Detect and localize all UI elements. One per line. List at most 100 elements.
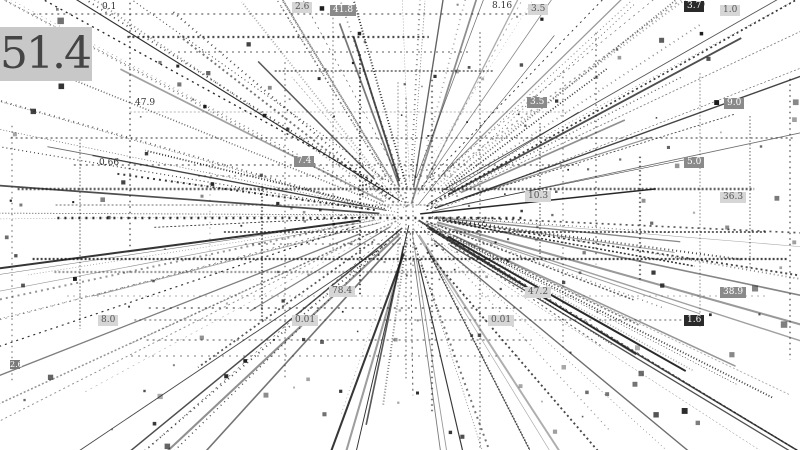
perspective-ray xyxy=(93,0,387,200)
perspective-ray xyxy=(426,0,519,180)
square-marker xyxy=(4,235,9,240)
square-marker xyxy=(594,75,599,79)
square-marker xyxy=(405,274,408,277)
square-marker xyxy=(203,104,207,109)
perspective-ray xyxy=(131,0,393,185)
perspective-ray xyxy=(457,216,800,234)
square-marker xyxy=(139,116,142,118)
perspective-ray xyxy=(416,0,484,179)
perspective-ray xyxy=(453,234,736,367)
perspective-ray xyxy=(423,0,633,194)
square-marker xyxy=(695,420,700,426)
square-marker xyxy=(405,245,407,247)
square-marker xyxy=(455,69,459,74)
square-marker xyxy=(152,421,157,426)
square-marker xyxy=(555,190,558,193)
square-marker xyxy=(338,256,340,258)
perspective-ray xyxy=(345,261,403,450)
perspective-ray xyxy=(429,228,601,347)
square-marker xyxy=(641,198,646,203)
square-marker xyxy=(699,31,704,36)
square-marker xyxy=(421,85,423,88)
square-marker xyxy=(477,229,480,233)
square-marker xyxy=(47,374,54,380)
perspective-ray xyxy=(414,221,667,450)
square-marker xyxy=(357,31,362,36)
perspective-ray xyxy=(84,0,394,197)
square-marker xyxy=(144,152,149,156)
perspective-ray xyxy=(128,229,379,345)
vertical-dotted-lines xyxy=(11,2,791,448)
square-marker xyxy=(381,177,384,180)
square-marker xyxy=(78,217,81,219)
square-marker xyxy=(596,310,599,313)
perspective-ray xyxy=(430,226,695,372)
square-marker xyxy=(356,330,359,333)
square-marker xyxy=(581,415,584,418)
square-marker xyxy=(400,114,403,116)
perspective-ray xyxy=(433,239,689,450)
square-marker xyxy=(551,213,554,217)
square-marker xyxy=(422,255,425,258)
perspective-ray xyxy=(430,216,742,261)
square-marker xyxy=(393,337,398,342)
perspective-ray xyxy=(0,129,398,213)
perspective-ray xyxy=(92,154,360,207)
square-marker xyxy=(467,204,471,207)
square-marker xyxy=(585,390,589,395)
square-marker xyxy=(780,321,788,328)
square-marker xyxy=(19,203,23,207)
square-marker xyxy=(360,204,363,207)
square-marker xyxy=(277,270,280,274)
perspective-ray xyxy=(444,219,800,276)
readout-label: 3.5 xyxy=(527,97,548,108)
perspective-ray xyxy=(0,220,397,405)
square-marker xyxy=(660,283,665,288)
perspective-ray xyxy=(382,237,408,405)
perspective-ray xyxy=(0,219,360,270)
readout-label: 5.0 xyxy=(684,157,705,168)
readout-label: 47.9 xyxy=(135,98,156,108)
perspective-ray xyxy=(352,36,401,182)
square-marker xyxy=(541,400,543,403)
square-marker xyxy=(681,408,688,414)
square-marker xyxy=(415,247,418,250)
square-marker xyxy=(674,163,680,169)
square-marker xyxy=(562,280,566,285)
square-marker xyxy=(582,251,586,255)
square-marker xyxy=(158,60,162,65)
square-marker xyxy=(653,412,659,418)
square-marker xyxy=(111,428,113,431)
square-marker xyxy=(516,15,519,18)
readout-label: 8.0 xyxy=(98,315,119,326)
square-marker xyxy=(426,169,428,171)
perspective-ray xyxy=(447,37,742,196)
square-marker xyxy=(519,63,524,67)
square-marker xyxy=(709,313,712,317)
square-marker xyxy=(361,193,364,196)
perspective-ray xyxy=(28,219,379,276)
square-marker xyxy=(477,333,482,337)
square-marker xyxy=(692,211,696,214)
perspective-ray xyxy=(412,0,444,188)
perspective-ray xyxy=(441,0,797,192)
perspective-ray xyxy=(340,227,407,415)
perspective-ray xyxy=(434,75,800,209)
perspective-ray xyxy=(281,0,409,207)
square-marker xyxy=(339,389,343,393)
square-marker xyxy=(448,430,453,435)
square-marker xyxy=(281,299,285,303)
square-marker xyxy=(319,208,322,212)
square-marker xyxy=(307,273,310,276)
perspective-ray xyxy=(130,227,403,450)
perspective-ray xyxy=(119,68,385,203)
square-marker xyxy=(779,266,783,270)
perspective-ray xyxy=(145,223,401,450)
square-marker xyxy=(499,287,502,291)
square-marker xyxy=(351,61,355,65)
square-marker xyxy=(635,345,640,351)
perspective-ray xyxy=(197,240,374,369)
square-marker xyxy=(729,352,735,358)
square-marker xyxy=(100,197,105,202)
readout-label: 3.7 xyxy=(684,1,705,12)
